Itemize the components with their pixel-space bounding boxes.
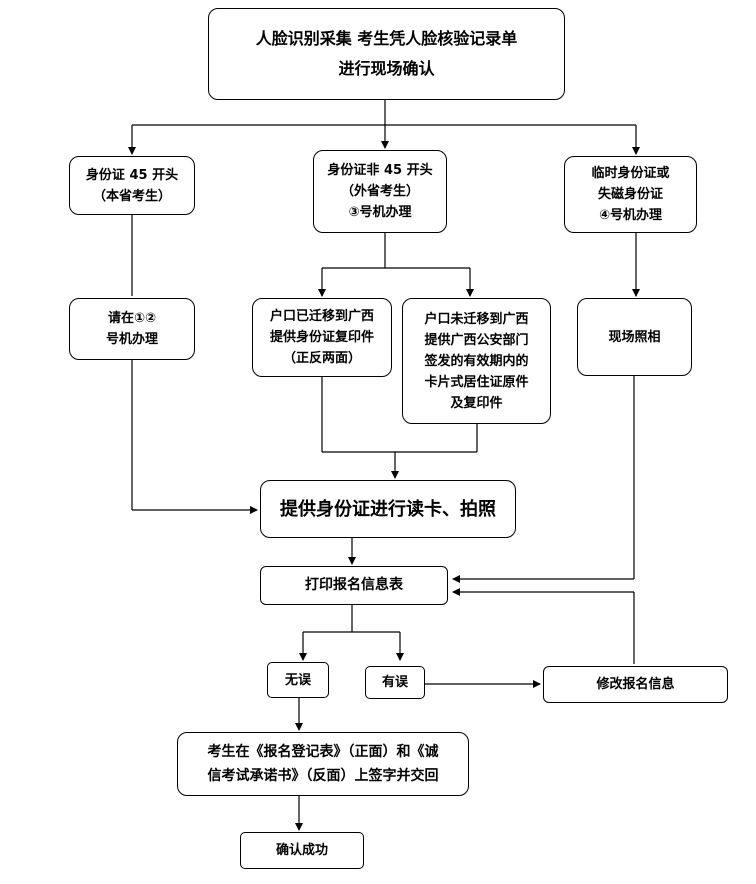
onsite-photo-node: 现场照相 — [577, 298, 692, 376]
node-text: 号机办理 — [105, 332, 158, 347]
no-error-node: 无误 — [267, 662, 329, 698]
node-text: 进行现场确认 — [338, 59, 435, 78]
success-node: 确认成功 — [240, 832, 364, 869]
node-text: 卡片式居住证原件 — [424, 374, 529, 390]
node-text: 现场照相 — [608, 329, 661, 345]
node-text: 户口已迁移到广西 — [269, 309, 374, 324]
node-text: 临时身份证或 — [591, 166, 670, 181]
start-node: 人脸识别采集 考生凭人脸核验记录单 进行现场确认 — [208, 8, 565, 100]
node-text: 打印报名信息表 — [305, 577, 403, 593]
modify-info-node: 修改报名信息 — [543, 666, 728, 703]
node-text: 提供广西公安部门 — [424, 332, 529, 348]
node-text: ④号机办理 — [598, 208, 662, 223]
hukou-moved-node: 户口已迁移到广西 提供身份证复印件 （正反两面） — [252, 298, 392, 377]
node-text: 人脸识别采集 考生凭人脸核验记录单 — [255, 29, 518, 48]
id-non45-node: 身份证非 45 开头 （外省考生） ③号机办理 — [313, 150, 447, 233]
node-text: 确认成功 — [275, 843, 328, 858]
node-text: 有误 — [381, 675, 408, 690]
node-text: 考生在《报名登记表》（正面）和《诚 — [207, 744, 439, 760]
node-text: （本省考生） — [92, 188, 171, 204]
read-card-node: 提供身份证进行读卡、拍照 — [260, 480, 516, 538]
node-text: 失磁身份证 — [597, 187, 663, 202]
node-text: 请在①② — [107, 311, 156, 326]
node-text: 及复印件 — [450, 395, 503, 411]
id-45-node: 身份证 45 开头 （本省考生） — [69, 156, 195, 215]
node-text: 信考试承诺书》（反面）上签字并交回 — [207, 768, 439, 784]
print-form-node: 打印报名信息表 — [260, 566, 448, 605]
node-text: 身份证非 45 开头 — [327, 163, 433, 178]
node-text: 签发的有效期内的 — [424, 353, 529, 369]
node-text: 修改报名信息 — [596, 677, 675, 692]
has-error-node: 有误 — [365, 666, 425, 699]
window-12-node: 请在①② 号机办理 — [69, 298, 195, 360]
node-text: 无误 — [284, 672, 311, 688]
node-text: 提供身份证复印件 — [269, 330, 374, 345]
node-text: （外省考生） — [340, 184, 419, 199]
node-text: （正反两面） — [282, 351, 361, 366]
node-text: ③号机办理 — [348, 205, 412, 220]
node-text: 身份证 45 开头 — [85, 167, 179, 183]
node-text: 户口未迁移到广西 — [424, 311, 529, 327]
node-text: 提供身份证进行读卡、拍照 — [280, 498, 496, 520]
temp-id-node: 临时身份证或 失磁身份证 ④号机办理 — [564, 156, 697, 233]
sign-node: 考生在《报名登记表》（正面）和《诚 信考试承诺书》（反面）上签字并交回 — [177, 732, 469, 796]
hukou-not-moved-node: 户口未迁移到广西 提供广西公安部门 签发的有效期内的 卡片式居住证原件 及复印件 — [402, 298, 551, 424]
